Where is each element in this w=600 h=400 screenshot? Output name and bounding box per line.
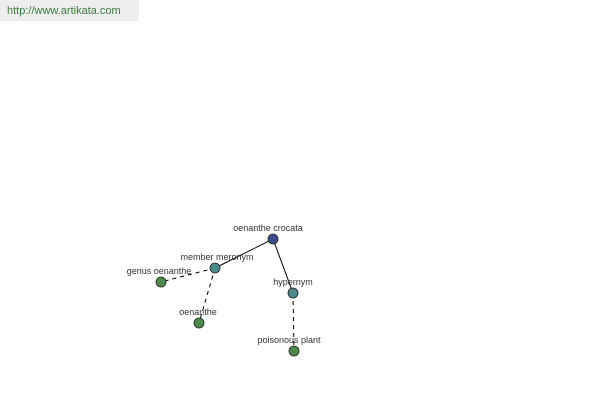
node-marker-oenanthe[interactable] — [193, 317, 205, 329]
graph-edges — [160, 238, 295, 352]
edge-root-to-member-meronym — [214, 238, 274, 269]
site-url-link[interactable]: http://www.artikata.com — [7, 5, 121, 17]
edge-hypernym-to-poisonous-plant — [292, 292, 295, 352]
url-bar: http://www.artikata.com — [0, 0, 139, 21]
node-label-oenanthe[interactable]: oenanthe — [179, 307, 217, 317]
node-marker-root[interactable] — [267, 233, 279, 245]
node-label-hypernym[interactable]: hypernym — [273, 277, 313, 287]
edge-member-meronym-to-oenanthe — [198, 267, 216, 324]
node-member-meronym[interactable]: member meronym — [180, 252, 254, 274]
node-label-genus-oenanthe[interactable]: genus oenanthe — [127, 266, 192, 276]
node-marker-hypernym[interactable] — [287, 287, 299, 299]
edge-member-meronym-to-genus-oenanthe — [160, 267, 216, 283]
edge-root-to-hypernym — [272, 238, 294, 294]
node-marker-member-meronym[interactable] — [209, 262, 221, 274]
node-hypernym[interactable]: hypernym — [273, 277, 313, 299]
node-poisonous-plant[interactable]: poisonous plant — [257, 335, 321, 357]
node-marker-genus-oenanthe[interactable] — [155, 276, 167, 288]
node-root[interactable]: oenanthe crocata — [233, 223, 303, 245]
graph-nodes: oenanthe crocata member meronym hypernym ge… — [127, 223, 321, 357]
node-label-root[interactable]: oenanthe crocata — [233, 223, 303, 233]
node-label-poisonous-plant[interactable]: poisonous plant — [257, 335, 321, 345]
node-genus-oenanthe[interactable]: genus oenanthe — [127, 266, 192, 288]
node-label-member-meronym[interactable]: member meronym — [180, 252, 253, 262]
node-oenanthe[interactable]: oenanthe — [179, 307, 217, 329]
node-marker-poisonous-plant[interactable] — [288, 345, 300, 357]
